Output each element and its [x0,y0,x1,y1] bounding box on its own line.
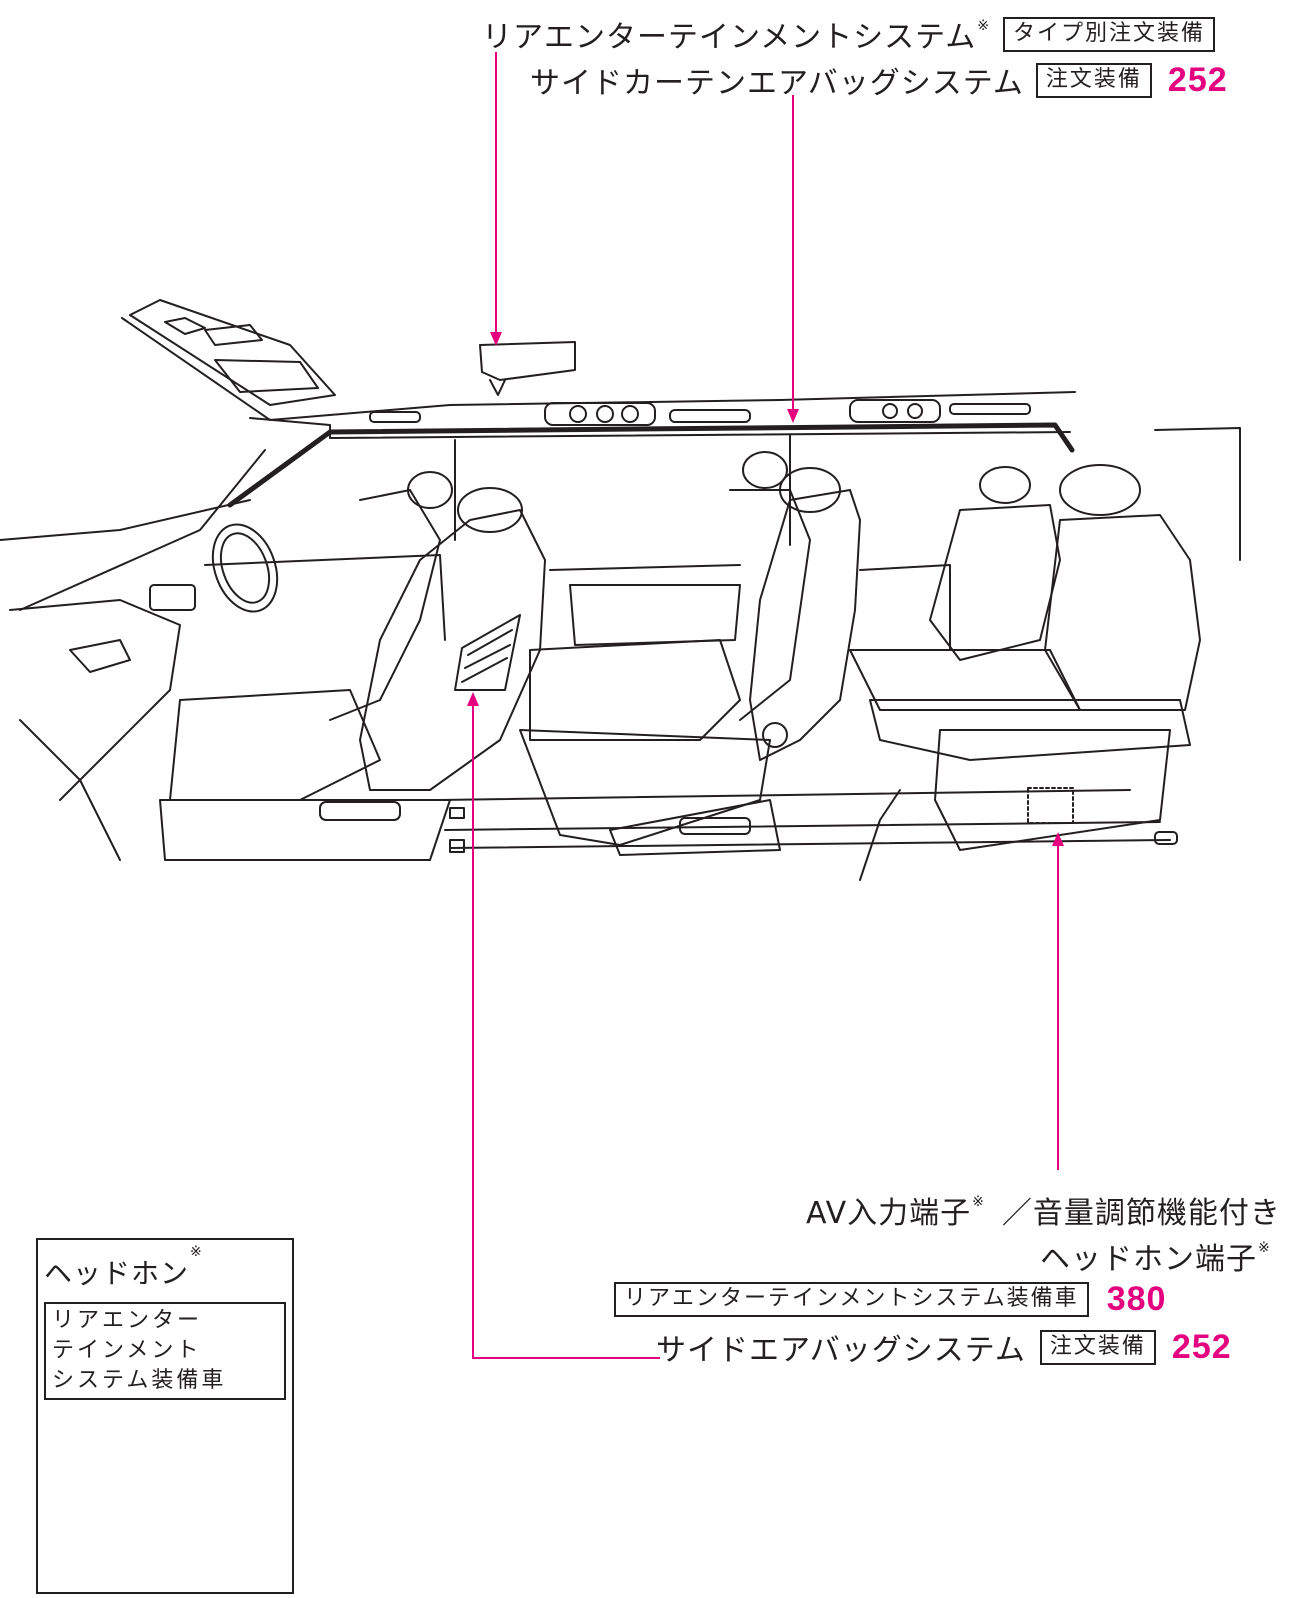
arrow-rear-entertainment [490,332,502,346]
equipped-vehicle-tag: リアエンターテインメントシステム装備車 [614,1282,1089,1317]
page-ref-link[interactable]: 380 [1106,1280,1167,1318]
callout-av-input-line2: ヘッドホン端子 ※ [1040,1234,1270,1278]
headphone-jack-label: ヘッドホン端子 [1040,1242,1257,1277]
callout-rear-entertainment: リアエンターテインメントシステム ※ タイプ別注文装備 [482,12,1215,56]
tag-line-1: リアエンター [52,1308,203,1333]
tag-line-2: テインメント [52,1338,202,1363]
callout-av-input-line1: AV入力端子 ※ ／音量調節機能付き [806,1188,1281,1232]
headphones-title-text: ヘッドホン [44,1257,190,1290]
arrow-side-airbag [467,692,479,706]
note-mark: ※ [977,18,989,34]
callout-side-airbag: サイドエアバッグシステム 注文装備 252 [656,1325,1232,1369]
side-airbag-label: サイドエアバッグシステム [656,1333,1026,1368]
callout-av-input-line3: リアエンターテインメントシステム装備車 380 [614,1280,1166,1319]
order-tag: 注文装備 [1039,1329,1156,1365]
arrow-curtain-airbag [787,409,799,423]
volume-control-label: ／音量調節機能付き [1001,1196,1281,1231]
note-mark: ※ [972,1194,984,1210]
note-mark: ※ [1258,1240,1270,1256]
note-mark: ※ [190,1244,203,1260]
headphones-title: ヘッドホン※ [44,1244,203,1292]
leader-side-airbag [472,700,660,1359]
order-tag: 注文装備 [1035,62,1152,98]
av-input-label: AV入力端子 [806,1196,972,1231]
arrow-av-input [1052,832,1064,846]
order-type-tag: タイプ別注文装備 [1002,16,1215,52]
page-ref-link[interactable]: 252 [1171,1327,1232,1366]
leader-lines [467,52,1064,1359]
tag-line-3: システム装備車 [52,1368,227,1393]
vehicle-interior-illustration [0,299,1241,881]
page-ref-link[interactable]: 252 [1167,60,1228,99]
headphones-panel: ヘッドホン※ リアエンター テインメント システム装備車 [36,1238,294,1594]
curtain-airbag-label: サイドカーテンエアバッグシステム [530,66,1024,101]
headphones-equipped-tag: リアエンター テインメント システム装備車 [44,1302,286,1400]
callout-curtain-airbag: サイドカーテンエアバッグシステム 注文装備 252 [530,58,1228,102]
rear-entertainment-label: リアエンターテインメントシステム [482,20,977,55]
